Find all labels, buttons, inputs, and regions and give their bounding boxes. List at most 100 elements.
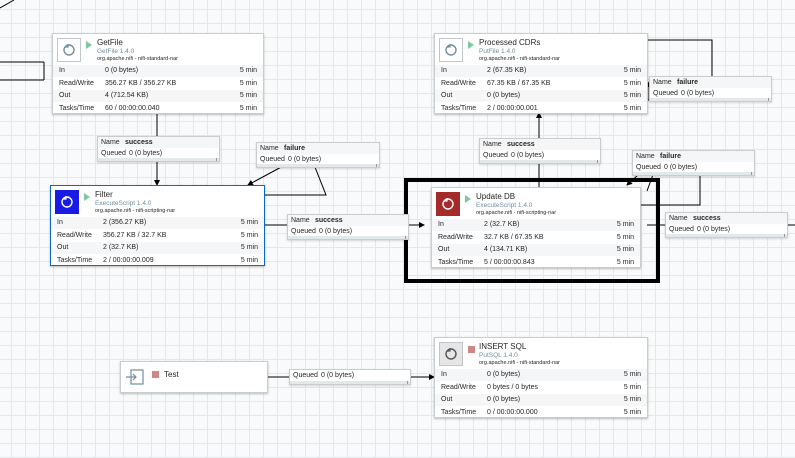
queued-label: Queued — [260, 156, 285, 163]
stat-value: 0 / 00:00:00.000 — [487, 408, 538, 416]
stat-window: 5 min — [240, 256, 258, 264]
processor-getfile[interactable]: GetFile GetFile 1.4.0 org.apache.nifi - … — [52, 33, 264, 114]
running-state-icon — [86, 41, 92, 49]
queued-value: 0 (0 bytes) — [288, 156, 322, 163]
processor-type: ExecuteScript 1.4.0 — [95, 200, 152, 207]
stat-value: 356.27 KB / 32.7 KB — [103, 231, 167, 239]
processor-bundle: org.apache.nifi - nifi-standard-nar — [97, 56, 179, 62]
connection-name-label: Name — [291, 217, 310, 224]
processor-header: INSERT SQL PutSQL 1.4.0 org.apache.nifi … — [435, 338, 647, 368]
stat-window: 5 min — [623, 79, 641, 87]
processor-bundle: org.apache.nifi - nifi-standard-nar — [479, 360, 561, 366]
backpressure-bar — [633, 172, 754, 175]
stat-value: 0 bytes / 0 bytes — [487, 383, 538, 391]
stat-value: 2 (67.35 KB) — [487, 67, 527, 74]
processor-bundle: org.apache.nifi - nifi-scripting-nar — [476, 210, 557, 216]
connection-name: success — [693, 215, 721, 222]
processor-bundle: org.apache.nifi - nifi-standard-nar — [479, 56, 561, 62]
processor-update-db[interactable]: Update DB ExecuteScript 1.4.0 org.apache… — [431, 187, 641, 268]
stat-label: In — [59, 67, 65, 74]
connection-name-label: Name — [483, 141, 502, 148]
stat-label: Tasks/Time — [57, 256, 93, 264]
processor-type: GetFile 1.4.0 — [97, 48, 135, 55]
stat-label: Tasks/Time — [438, 258, 474, 266]
backpressure-bar — [650, 98, 771, 101]
stat-row-tasks: Tasks/Time 60 / 00:00:00.040 5 min — [53, 101, 263, 115]
connection-name: success — [507, 141, 535, 148]
processor-insert-sql[interactable]: INSERT SQL PutSQL 1.4.0 org.apache.nifi … — [434, 337, 648, 418]
queued-label: Queued — [636, 164, 661, 171]
stat-label: Out — [441, 92, 453, 99]
remote-group-test[interactable]: Test — [120, 361, 268, 393]
stat-value: 2 (32.7 KB) — [103, 244, 139, 251]
stat-window: 5 min — [616, 221, 634, 228]
stopped-state-icon — [468, 346, 475, 353]
stat-window: 5 min — [240, 231, 258, 239]
stat-label: Out — [441, 396, 453, 403]
stat-label: Read/Write — [438, 233, 473, 241]
backpressure-bar — [666, 234, 787, 237]
stat-value: 60 / 00:00:00.040 — [105, 104, 160, 112]
processor-filter[interactable]: Filter ExecuteScript 1.4.0 org.apache.ni… — [50, 185, 265, 266]
stat-window: 5 min — [623, 92, 641, 99]
processor-name: INSERT SQL — [479, 342, 527, 351]
processor-name: GetFile — [97, 38, 123, 47]
stat-label: Tasks/Time — [59, 104, 95, 112]
backpressure-bar — [257, 164, 379, 167]
stat-window: 5 min — [240, 219, 258, 226]
processor-processed-cdrs[interactable]: Processed CDRs PutFile 1.4.0 org.apache.… — [434, 33, 648, 114]
stat-window: 5 min — [616, 246, 634, 253]
selection-highlight — [404, 178, 660, 283]
queued-value: 0 (0 bytes) — [129, 150, 163, 157]
queued-value: 0 (0 bytes) — [664, 164, 698, 171]
stat-window: 5 min — [239, 104, 257, 112]
remote-group-name: Test — [164, 370, 179, 379]
connection-name: success — [315, 217, 343, 224]
script-icon — [57, 38, 81, 62]
input-port-icon — [125, 369, 145, 385]
backpressure-bar — [288, 236, 408, 239]
stat-value: 32.7 KB / 67.35 KB — [484, 233, 544, 241]
stat-window: 5 min — [623, 104, 641, 112]
stat-label: Read/Write — [441, 79, 476, 87]
stat-window: 5 min — [623, 396, 641, 403]
backpressure-bar — [98, 158, 219, 161]
stopped-state-icon — [152, 371, 159, 378]
stat-window: 5 min — [623, 67, 641, 74]
stat-value: 67.35 KB / 67.35 KB — [487, 79, 551, 87]
queued-value: 0 (0 bytes) — [681, 90, 715, 97]
running-state-icon — [468, 41, 474, 49]
processor-type: ExecuteScript 1.4.0 — [476, 202, 533, 209]
stat-value: 2 (32.7 KB) — [484, 221, 520, 228]
connection-name-label: Name — [669, 215, 688, 222]
connection-name-label: Name — [653, 79, 672, 86]
stat-label: Read/Write — [441, 383, 476, 391]
stat-value: 0 (0 bytes) — [487, 371, 521, 378]
stat-window: 5 min — [623, 371, 641, 378]
stat-value: 5 / 00:00:00.843 — [484, 258, 535, 266]
stat-label: Read/Write — [59, 79, 94, 87]
script-icon — [436, 192, 460, 216]
processor-header: Update DB ExecuteScript 1.4.0 org.apache… — [432, 188, 640, 218]
